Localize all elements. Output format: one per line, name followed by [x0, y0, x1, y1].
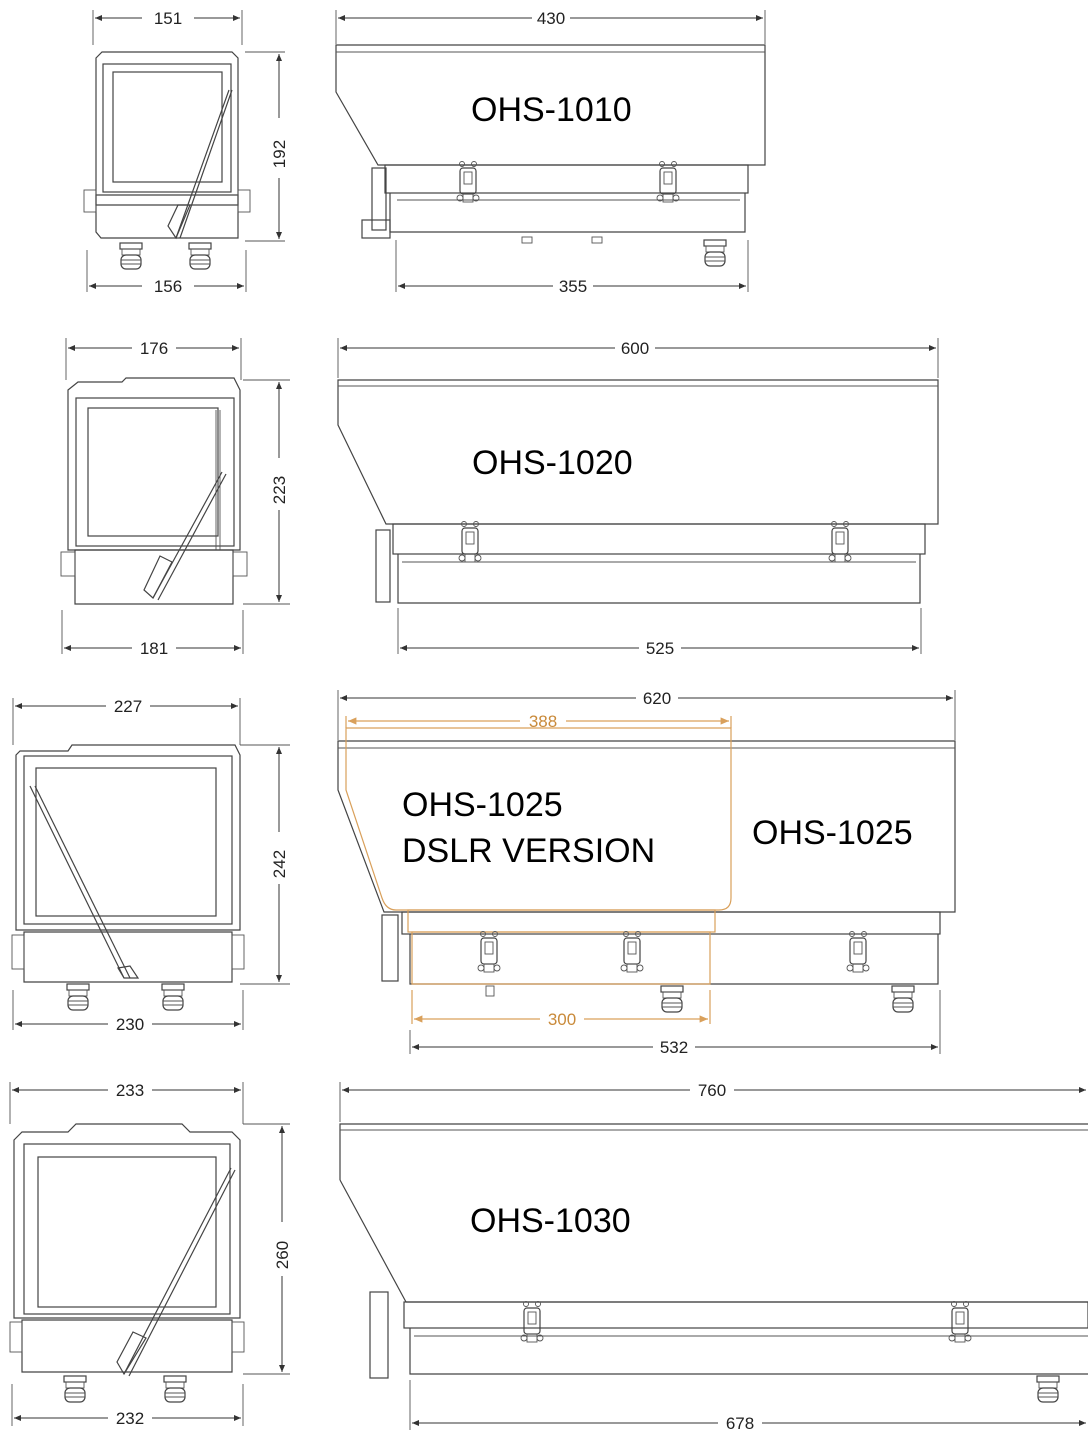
- ohs-1025-base-length: 532: [660, 1038, 688, 1057]
- ohs-1020-height: 223: [270, 476, 289, 504]
- ohs-1010-dimensions: 151 192 156: [86, 9, 289, 296]
- ohs-1030-height: 260: [273, 1241, 292, 1269]
- ohs-1010-side-dimensions: 430 355: [335, 9, 766, 296]
- ohs-1030-dimensions: 233 260 232: [9, 1081, 292, 1428]
- ohs-1025-dslr-label-line2: DSLR VERSION: [402, 832, 655, 870]
- ohs-1030-width-top: 233: [116, 1081, 144, 1100]
- ohs-1010-width-top: 151: [154, 9, 182, 28]
- ohs-1025-front-view: [11, 744, 245, 1011]
- ohs-1010-base-length: 355: [559, 277, 587, 296]
- ohs-1020-front-view: [60, 377, 248, 605]
- ohs-1025-width-top: 227: [114, 697, 142, 716]
- ohs-1030-side-dimensions: 760 678: [339, 1081, 1086, 1433]
- ohs-1020-width-top: 176: [140, 339, 168, 358]
- ohs-1020-dimensions: 176 223 181: [61, 338, 290, 658]
- ohs-1010-width-bottom: 156: [154, 277, 182, 296]
- ohs-1025-side-dimensions: 620 388 300 532: [337, 689, 956, 1057]
- ohs-1025-dimensions: 227 242 230: [12, 697, 290, 1034]
- ohs-1020-side-view: OHS-1020: [337, 379, 939, 604]
- ohs-1010-side-view: OHS-1010: [335, 44, 766, 267]
- ohs-1030-model-label: OHS-1030: [470, 1202, 631, 1240]
- ohs-1025-side-view: OHS-1025: [337, 740, 956, 1013]
- ohs-1025-dslr-base: 300: [548, 1010, 576, 1029]
- ohs-1025-height: 242: [270, 850, 289, 878]
- ohs-1025-dslr-length: 388: [529, 712, 557, 731]
- ohs-1030-width-bottom: 232: [116, 1409, 144, 1428]
- ohs-1020-length: 600: [621, 339, 649, 358]
- ohs-1020-width-bottom: 181: [140, 639, 168, 658]
- ohs-1025-length: 620: [643, 689, 671, 708]
- ohs-1030-side-view: OHS-1030: [339, 1123, 1088, 1403]
- ohs-1030-base-length: 678: [726, 1414, 754, 1433]
- ohs-1020-side-dimensions: 600 525: [337, 338, 939, 658]
- ohs-1025-width-bottom: 230: [116, 1015, 144, 1034]
- ohs-1010-length: 430: [537, 9, 565, 28]
- ohs-1020-base-length: 525: [646, 639, 674, 658]
- ohs-1010-front-view: [83, 51, 251, 270]
- ohs-1025-dslr-label-line1: OHS-1025: [402, 786, 563, 824]
- ohs-1025-dslr-overlay: OHS-1025 DSLR VERSION: [345, 727, 732, 1013]
- ohs-1030-front-view: [9, 1123, 245, 1403]
- ohs-1010-model-label: OHS-1010: [471, 91, 632, 129]
- ohs-1010-height: 192: [270, 140, 289, 168]
- ohs-1020-model-label: OHS-1020: [472, 444, 633, 482]
- ohs-1030-length: 760: [698, 1081, 726, 1100]
- ohs-1025-model-label: OHS-1025: [752, 814, 913, 852]
